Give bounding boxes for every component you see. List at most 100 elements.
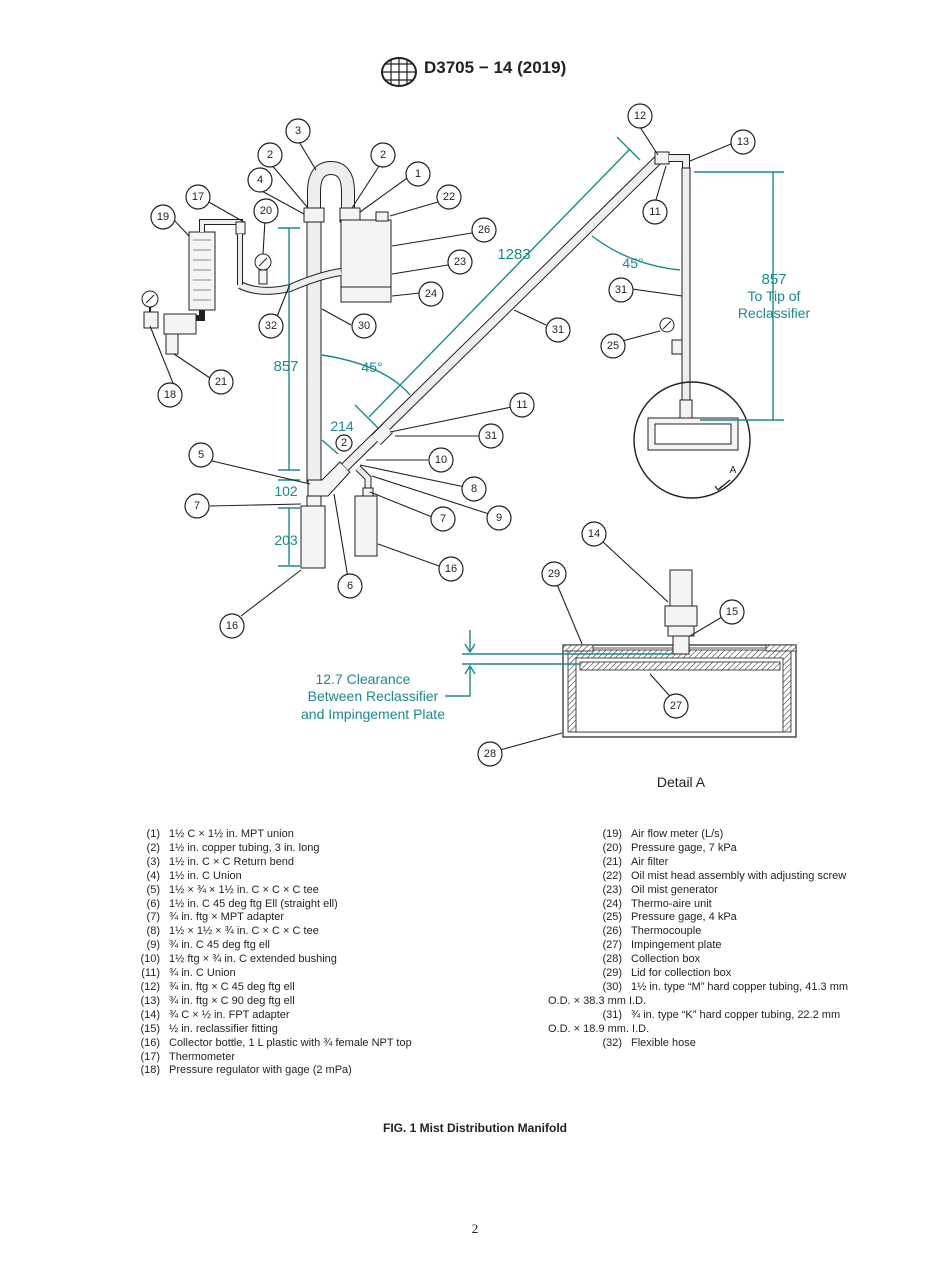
figure-caption: FIG. 1 Mist Distribution Manifold [383, 1121, 567, 1135]
legend-text: Pressure gage, 4 kPa [631, 911, 737, 924]
dim-857-right: 857 [761, 271, 786, 288]
clearance-line3: and Impingement Plate [301, 706, 445, 722]
svg-text:16: 16 [226, 620, 238, 632]
callout-29: 29 [541, 561, 567, 587]
svg-text:32: 32 [265, 320, 277, 332]
legend-text: Impingement plate [631, 939, 722, 952]
svg-text:27: 27 [670, 700, 682, 712]
dim-214: 214 [330, 418, 354, 434]
main-vertical-tube [306, 219, 322, 483]
callout-2-left: 2 [257, 142, 283, 168]
callout-8: 8 [461, 476, 487, 502]
legend-item: (19)Air flow meter (L/s) [548, 828, 848, 842]
svg-text:14: 14 [588, 528, 600, 540]
legend-item: (31)¾ in. type “K” hard copper tubing, 2… [548, 1009, 848, 1023]
fpt-adapter [669, 569, 693, 607]
callout-28: 28 [477, 741, 503, 767]
reclassifier-fitting-detail [672, 635, 690, 655]
svg-text:16: 16 [445, 563, 457, 575]
legend-item: (14) ¾ C × ½ in. FPT adapter [124, 1009, 412, 1023]
svg-text:9: 9 [496, 512, 502, 524]
diagonal-tube [342, 155, 663, 470]
legend-item: (16)Collector bottle, 1 L plastic with ¾… [124, 1036, 411, 1051]
svg-text:10: 10 [435, 454, 447, 466]
callout-2-right: 2 [370, 142, 396, 168]
legend-item: (12)¾ in. ftg × C 45 deg ftg ell [124, 981, 412, 995]
callout-6: 6 [337, 573, 363, 599]
legend-number: (26) [602, 925, 622, 938]
oil-mist-head [375, 211, 389, 222]
legend-number: (6) [146, 897, 160, 910]
reclassifier-fitting [679, 399, 693, 421]
callout-1: 1 [405, 161, 431, 187]
legend-text: Oil mist generator [631, 883, 718, 896]
legend-item: (24)Thermo-aire unit [548, 898, 848, 912]
collection-box-lid [562, 644, 594, 652]
legend-text: 1½ in. C 45 deg ftg Ell (straight ell) [169, 897, 338, 910]
svg-text:24: 24 [425, 288, 437, 300]
detail-circle [633, 381, 751, 499]
svg-text:5: 5 [198, 449, 204, 461]
legend-number: (16) [140, 1036, 160, 1049]
legend-text: ¾ in. ftg × C 90 deg ftg ell [169, 994, 295, 1007]
legend-right: (19)Air flow meter (L/s)(20)Pressure gag… [548, 828, 848, 1051]
legend-continuation: O.D. × 38.3 mm I.D. [548, 994, 647, 1007]
callout-13: 13 [730, 129, 756, 155]
legend-item: (4) 1½ in. C Union [124, 870, 412, 884]
legend-left: (1)1½ C × 1½ in. MPT union(2)1½ in. copp… [124, 828, 412, 1078]
pressure-regulator [143, 311, 159, 329]
callout-24: 24 [418, 281, 444, 307]
legend-item: (21)Air filter [548, 856, 848, 870]
legend-number: (23) [602, 883, 622, 896]
callout-3: 3 [285, 118, 311, 144]
impingement-plate [579, 661, 781, 671]
callout-27: 27 [663, 693, 689, 719]
clearance-line1: 12.7 Clearance [316, 671, 411, 687]
callout-17: 17 [185, 184, 211, 210]
detail-marker: A [730, 465, 737, 476]
legend-item: (13)¾ in. ftg × C 90 deg ftg ell [124, 995, 412, 1009]
legend-item: (8)1½ × 1½ × ¾ in. C × C × C tee [124, 925, 412, 939]
legend-text: ½ in. reclassifier fitting [169, 1022, 278, 1035]
legend-text: Oil mist head assembly with adjusting sc… [631, 869, 847, 882]
callout-4: 4 [247, 167, 273, 193]
svg-text:17: 17 [192, 191, 204, 203]
legend-text: 1½ in. C Union [169, 869, 242, 882]
legend-number: (4) [146, 869, 160, 882]
thermo-aire-unit [340, 286, 392, 303]
legend-continuation: O.D. × 18.9 mm. I.D. [548, 1022, 650, 1035]
legend-item: (29)Lid for collection box [548, 967, 848, 981]
callout-12: 12 [627, 103, 653, 129]
callout-11-right: 11 [642, 199, 668, 225]
svg-text:15: 15 [726, 606, 738, 618]
air-flow-meter [188, 231, 216, 311]
svg-text:31: 31 [615, 284, 627, 296]
legend-number: (12) [140, 980, 160, 993]
legend-number: (29) [602, 967, 622, 980]
legend-number: (27) [602, 939, 622, 952]
legend-text: 1½ C × 1½ in. MPT union [169, 828, 294, 840]
svg-text:20: 20 [260, 205, 272, 217]
legend-number: (21) [602, 855, 622, 868]
legend-item: (20)Pressure gage, 7 kPa [548, 842, 848, 856]
legend-number: (14) [140, 1008, 160, 1021]
callout-11-diag: 11 [509, 392, 535, 418]
callout-25: 25 [600, 333, 626, 359]
svg-text:23: 23 [454, 256, 466, 268]
legend-text: ¾ in. ftg × MPT adapter [169, 911, 285, 924]
svg-text:28: 28 [484, 748, 496, 760]
union-left [303, 207, 325, 223]
callout-26: 26 [471, 217, 497, 243]
legend-number: (9) [146, 939, 160, 952]
legend-text: ¾ C × ½ in. FPT adapter [169, 1008, 290, 1021]
legend-item: (3)1½ in. C × C Return bend [124, 856, 412, 870]
collector-bottle-right [354, 495, 378, 557]
legend-text: ¾ in. type “K” hard copper tubing, 22.2 … [631, 1008, 841, 1021]
svg-text:2: 2 [341, 437, 347, 449]
legend-text: Pressure gage, 7 kPa [631, 841, 737, 854]
legend-item: (30)1½ in. type “M” hard copper tubing, … [548, 981, 848, 995]
legend-item: (1)1½ C × 1½ in. MPT union [124, 828, 412, 842]
legend-text: Thermometer [169, 1050, 236, 1063]
svg-text:11: 11 [649, 206, 660, 218]
svg-text:18: 18 [164, 389, 176, 401]
